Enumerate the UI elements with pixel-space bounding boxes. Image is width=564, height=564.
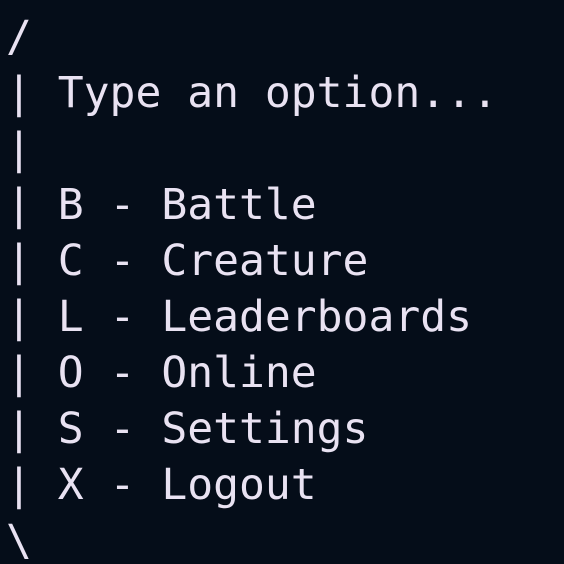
menu-bottom-border: \ bbox=[6, 516, 32, 564]
menu-option-creature[interactable]: | C - Creature bbox=[6, 233, 564, 289]
menu-left-border: | bbox=[6, 292, 58, 342]
menu-left-border: | bbox=[6, 348, 58, 398]
menu-option-online[interactable]: | O - Online bbox=[6, 345, 564, 401]
menu-left-border: | bbox=[6, 236, 58, 286]
menu-top-border: / bbox=[6, 12, 32, 62]
menu-left-border: | bbox=[6, 68, 58, 118]
menu-option-label: O - Online bbox=[57, 348, 317, 398]
menu-option-label: S - Settings bbox=[57, 404, 369, 454]
menu-option-label: B - Battle bbox=[57, 180, 317, 230]
menu-option-label: X - Logout bbox=[57, 460, 317, 510]
menu-option-label: C - Creature bbox=[57, 236, 369, 286]
menu-left-border: | bbox=[6, 404, 58, 454]
menu-option-settings[interactable]: | S - Settings bbox=[6, 401, 564, 457]
menu-prompt-line: | Type an option... bbox=[6, 65, 564, 121]
menu-option-label: L - Leaderboards bbox=[57, 292, 472, 342]
menu-option-logout[interactable]: | X - Logout bbox=[6, 457, 564, 513]
menu-option-battle[interactable]: | B - Battle bbox=[6, 177, 564, 233]
menu-left-border: | bbox=[6, 460, 58, 510]
menu-prompt: Type an option... bbox=[57, 68, 498, 118]
menu-blank-line: | bbox=[6, 124, 32, 174]
menu-left-border: | bbox=[6, 180, 58, 230]
menu-option-leaderboards[interactable]: | L - Leaderboards bbox=[6, 289, 564, 345]
